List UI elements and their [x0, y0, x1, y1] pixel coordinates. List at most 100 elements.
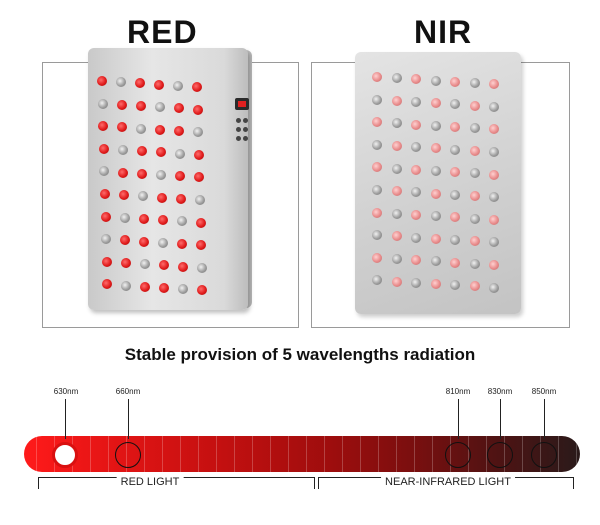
spectrum-stripe [414, 436, 415, 472]
spectrum-stripe [270, 436, 271, 472]
led [176, 193, 186, 204]
led [157, 215, 168, 226]
led [450, 280, 460, 291]
led [450, 212, 460, 223]
spectrum-stripe [288, 436, 289, 472]
led [411, 277, 421, 288]
led [135, 78, 145, 89]
led [192, 82, 202, 92]
led [121, 280, 132, 291]
control-button [236, 127, 241, 132]
wavelength-label-630: 630nm [53, 387, 79, 396]
led [100, 189, 110, 199]
led [489, 147, 499, 157]
led [391, 118, 402, 129]
led [411, 74, 421, 85]
led [469, 213, 480, 224]
led [157, 192, 167, 203]
marker-ring-850 [531, 442, 557, 468]
led [430, 279, 441, 289]
led [158, 237, 169, 248]
led [137, 168, 148, 179]
led [372, 252, 382, 263]
led [136, 123, 147, 134]
led [158, 260, 169, 271]
led [430, 233, 441, 244]
wavelength-label-830: 830nm [487, 387, 513, 396]
led [430, 120, 441, 131]
led [411, 97, 421, 107]
led [195, 195, 205, 205]
led [119, 190, 129, 201]
led [118, 167, 129, 178]
led [469, 100, 480, 111]
led [411, 142, 421, 153]
spectrum-stripe [486, 436, 487, 472]
led [489, 192, 499, 203]
led [119, 212, 130, 223]
control-button [243, 118, 248, 123]
led [372, 94, 382, 105]
led [120, 235, 131, 246]
led [372, 185, 382, 195]
wavelength-label-810: 810nm [445, 387, 471, 396]
led [138, 214, 149, 224]
led [430, 211, 441, 222]
led [469, 78, 480, 88]
spectrum-stripe [342, 436, 343, 472]
led [450, 189, 460, 200]
led [372, 117, 382, 128]
led [450, 257, 460, 268]
led [99, 166, 110, 177]
spectrum-stripe [324, 436, 325, 472]
led [155, 124, 166, 135]
led [97, 98, 108, 109]
led [100, 211, 111, 222]
led [391, 95, 402, 106]
wavelength-line-630 [65, 399, 66, 439]
spectrum-stripe [522, 436, 523, 472]
led [469, 168, 480, 179]
nir-device-panel [355, 52, 521, 314]
led [469, 191, 480, 201]
control-button [236, 118, 241, 123]
led [430, 188, 441, 199]
marker-ring-630 [52, 442, 78, 468]
spectrum-stripe [180, 436, 181, 472]
led [469, 281, 480, 292]
spectrum-stripe [252, 436, 253, 472]
led [430, 98, 441, 109]
spectrum-stripe [396, 436, 397, 472]
led [391, 276, 402, 287]
led [489, 79, 499, 90]
spectrum-stripe [558, 436, 559, 472]
led [193, 149, 204, 160]
led [489, 214, 499, 225]
led [117, 145, 128, 155]
led [174, 148, 185, 159]
control-button [236, 136, 241, 141]
led [193, 127, 204, 138]
led [430, 256, 441, 267]
led [176, 216, 187, 227]
spectrum-stripe [198, 436, 199, 472]
led [411, 210, 421, 220]
led [101, 234, 112, 245]
wavelength-line-810 [458, 399, 459, 439]
spectrum-stripe [216, 436, 217, 472]
spectrum-stripe [306, 436, 307, 472]
led [101, 256, 112, 267]
spectrum-stripe [234, 436, 235, 472]
led [489, 124, 499, 135]
led [469, 123, 480, 134]
led [372, 72, 382, 82]
marker-ring-830 [487, 442, 513, 468]
led [139, 259, 150, 270]
led [450, 122, 460, 132]
wavelength-label-660: 660nm [115, 387, 141, 396]
wavelength-subtitle: Stable provision of 5 wavelengths radiat… [124, 345, 476, 364]
led [430, 75, 441, 86]
led [489, 282, 499, 293]
led [194, 172, 205, 183]
led [140, 281, 151, 292]
